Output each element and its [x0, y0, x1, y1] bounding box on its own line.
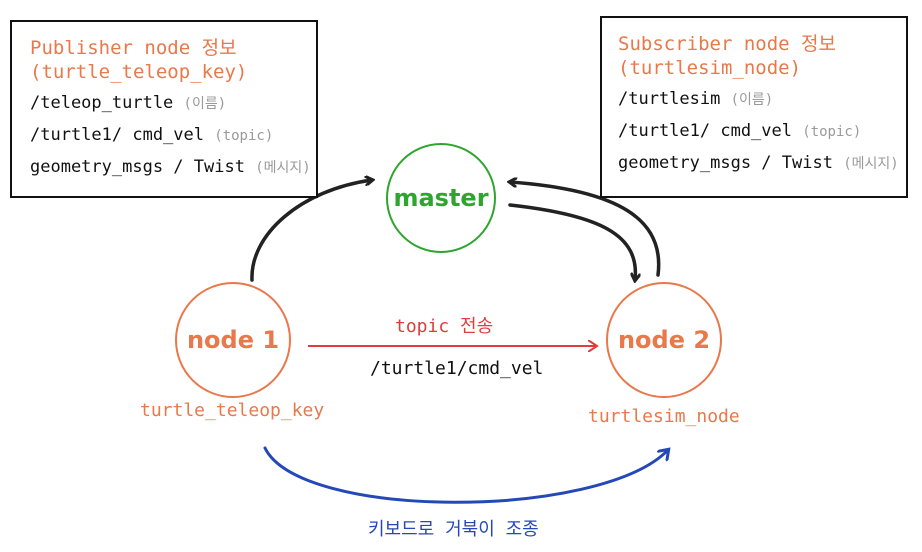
subscriber-row-message: geometry_msgs / Twist (메시지) [618, 153, 899, 173]
publisher-row-message: geometry_msgs / Twist (메시지) [30, 157, 311, 177]
node1-label: node 1 [186, 326, 280, 354]
topic-transfer-label: topic 전송 [395, 316, 494, 337]
arrow-keyboard-control [263, 446, 668, 504]
publisher-row-topic: /turtle1/ cmd_vel (topic) [30, 125, 274, 145]
subscriber-row-topic: /turtle1/ cmd_vel (topic) [618, 121, 862, 141]
subscriber-row-name: /turtlesim (이름) [618, 89, 774, 109]
subscriber-info-box: Subscriber node 정보 (turtlesim_node) /tur… [600, 16, 908, 198]
arrow-node1-to-master [250, 180, 372, 282]
publisher-rows: /teleop_turtle (이름) /turtle1/ cmd_vel (t… [30, 88, 311, 184]
node2-label: node 2 [617, 326, 711, 354]
arrow-node2-to-master [510, 182, 661, 277]
publisher-row-name: /teleop_turtle (이름) [30, 93, 227, 113]
node2: node 2 [606, 282, 722, 398]
publisher-info-box: Publisher node 정보 (turtle_teleop_key) /t… [10, 20, 318, 198]
publisher-box-title: Publisher node 정보 (turtle_teleop_key) [30, 37, 248, 83]
subscriber-box-title: Subscriber node 정보 (turtlesim_node) [618, 33, 836, 79]
node1: node 1 [175, 282, 291, 398]
node2-name-label: turtlesim_node [588, 406, 740, 427]
master-node-label: master [393, 184, 489, 212]
subscriber-rows: /turtlesim (이름) /turtle1/ cmd_vel (topic… [618, 84, 899, 180]
arrow-master-to-node2 [508, 203, 635, 280]
master-node: master [386, 143, 496, 253]
topic-name-label: /turtle1/cmd_vel [370, 358, 544, 379]
node1-name-label: turtle_teleop_key [140, 400, 325, 421]
keyboard-control-label: 키보드로 거북이 조종 [368, 519, 539, 540]
